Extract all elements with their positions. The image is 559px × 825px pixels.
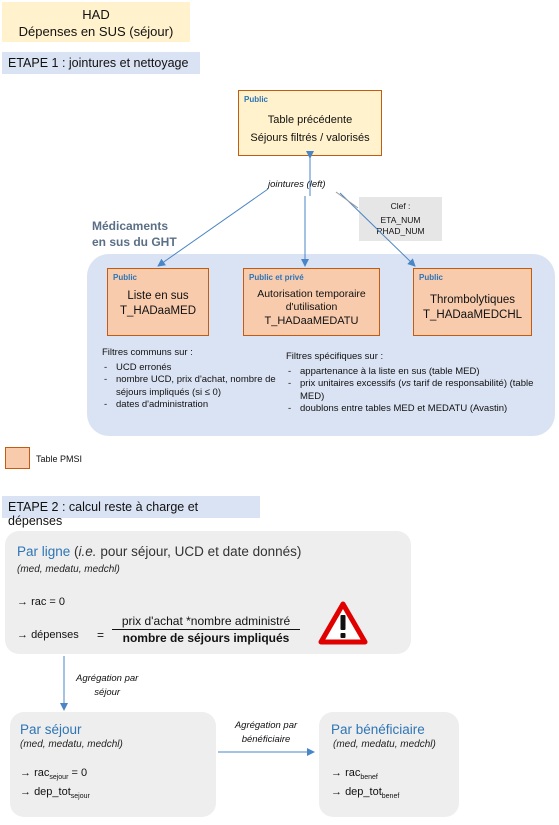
step2-label: ETAPE 2 : calcul reste à charge et dépen… bbox=[2, 496, 260, 528]
source-table-tag: Public bbox=[244, 95, 269, 104]
per-beneficiary-title: Par bénéficiaire bbox=[331, 722, 425, 737]
step1-label-text: ETAPE 1 : jointures et nettoyage bbox=[8, 56, 189, 70]
right-arrow-icon: → bbox=[20, 767, 31, 779]
table-medchl-line2: T_HADaaMEDCHL bbox=[422, 309, 523, 321]
per-stay-rac-sub: sejour bbox=[49, 774, 69, 782]
per-line-rac: → rac = 0 bbox=[17, 596, 65, 608]
per-stay-title: Par séjour bbox=[20, 722, 82, 737]
per-line-expenses: → dépenses bbox=[17, 629, 79, 641]
specific-filter-item-part: prix unitaires excessifs ( bbox=[300, 378, 402, 389]
specific-filter-item-vs: vs bbox=[401, 378, 411, 389]
step1-connectors bbox=[157, 151, 416, 267]
per-beneficiary-dep-label: dep_tot bbox=[345, 786, 382, 798]
formula-numerator: prix d'achat *nombre administré bbox=[112, 614, 300, 630]
aggregation-beneficiary-label: Agrégation par bénéficiaire bbox=[226, 719, 306, 747]
per-beneficiary-box bbox=[319, 712, 459, 817]
per-stay-rac-value: = 0 bbox=[68, 767, 88, 779]
specific-filters: Filtres spécifiques sur : appartenance à… bbox=[286, 351, 544, 416]
diagram-title: HAD Dépenses en SUS (séjour) bbox=[2, 2, 190, 42]
title-line-1: HAD bbox=[82, 7, 110, 22]
per-beneficiary-rac-sub: benef bbox=[360, 774, 378, 782]
source-table-line1: Table précédente bbox=[267, 114, 353, 126]
key-eta-num: ETA_NUM bbox=[380, 215, 421, 225]
per-line-tables: (med, medatu, medchl) bbox=[17, 564, 120, 575]
per-line-expenses-label: dépenses bbox=[31, 629, 79, 641]
per-beneficiary-tables: (med, medatu, medchl) bbox=[333, 739, 436, 750]
aggregation-stay-line2: séjour bbox=[94, 687, 121, 698]
group-label-line2: en sus du GHT bbox=[92, 235, 177, 249]
right-arrow-icon: → bbox=[17, 596, 28, 608]
title-line-2: Dépenses en SUS (séjour) bbox=[18, 24, 174, 39]
right-arrow-icon: → bbox=[17, 629, 28, 641]
key-connector bbox=[335, 191, 359, 209]
specific-filter-item: doublons entre tables MED et MEDATU (Ava… bbox=[288, 403, 544, 416]
key-rhad-num: RHAD_NUM bbox=[376, 226, 425, 236]
table-medchl-line1: Thrombolytiques bbox=[429, 294, 515, 306]
per-line-title-main: Par ligne bbox=[17, 544, 71, 559]
common-filter-item: nombre UCD, prix d'achat, nombre de séjo… bbox=[104, 374, 280, 399]
legend-label: Table PMSI bbox=[36, 454, 83, 464]
per-beneficiary-dep-sub: benef bbox=[381, 793, 400, 801]
per-stay-rac-label: rac bbox=[34, 767, 50, 779]
per-stay-rac: → racsejour = 0 bbox=[20, 767, 87, 781]
step2-connectors bbox=[60, 656, 315, 756]
warning-triangle-icon bbox=[318, 601, 368, 645]
per-stay-dep-label: dep_tot bbox=[34, 786, 71, 798]
per-line-rac-text: rac = 0 bbox=[31, 596, 65, 608]
specific-filter-item: appartenance à la liste en sus (table ME… bbox=[288, 366, 544, 379]
table-medchl-tag: Public bbox=[419, 273, 444, 282]
formula-denominator: nombre de séjours impliqués bbox=[122, 631, 290, 645]
legend-swatch bbox=[5, 447, 30, 469]
group-label: Médicaments en sus du GHT bbox=[92, 218, 177, 250]
right-arrow-icon: → bbox=[331, 767, 342, 779]
table-med-line1: Liste en sus bbox=[127, 290, 189, 302]
right-arrow-icon: → bbox=[331, 786, 342, 798]
specific-filter-item: prix unitaires excessifs (vs tarif de re… bbox=[288, 378, 544, 403]
per-line-title: Par ligne (i.e. pour séjour, UCD et date… bbox=[17, 544, 301, 559]
table-med-tag: Public bbox=[113, 273, 138, 282]
table-medchl: Public Thrombolytiques T_HADaaMEDCHL bbox=[413, 268, 532, 336]
aggregation-stay-line1: Agrégation par bbox=[76, 673, 139, 684]
per-beneficiary-rac-label: rac bbox=[345, 767, 361, 779]
aggregation-stay-label: Agrégation par séjour bbox=[76, 672, 138, 700]
table-medatu-line3: T_HADaaMEDATU bbox=[264, 315, 359, 327]
join-arrow-med bbox=[157, 188, 269, 267]
per-stay-box bbox=[10, 712, 216, 817]
group-label-line1: Médicaments bbox=[92, 219, 169, 233]
aggregation-beneficiary-line1: Agrégation par bbox=[234, 720, 298, 731]
step2-label-text: ETAPE 2 : calcul reste à charge et dépen… bbox=[8, 500, 199, 528]
common-filters-title: Filtres communs sur : bbox=[102, 347, 193, 358]
table-medatu-tag: Public et privé bbox=[249, 273, 304, 282]
equals-sign: = bbox=[97, 628, 105, 642]
key-box: Clef : ETA_NUM RHAD_NUM bbox=[359, 197, 442, 241]
table-medatu: Public et privé Autorisation temporaire … bbox=[243, 268, 380, 336]
join-arrow-medchl bbox=[339, 192, 416, 267]
key-title: Clef : bbox=[390, 201, 411, 211]
per-beneficiary-dep: → dep_totbenef bbox=[331, 786, 399, 800]
common-filters: Filtres communs sur : UCD erronés nombre… bbox=[102, 347, 280, 412]
per-line-title-rest: pour séjour, UCD et date donnés) bbox=[96, 544, 302, 559]
join-label: jointures (left) bbox=[268, 179, 326, 190]
table-med: Public Liste en sus T_HADaaMED bbox=[107, 268, 209, 336]
table-medatu-line2: d'utilisation bbox=[285, 301, 338, 313]
source-table-line2: Séjours filtrés / valorisés bbox=[250, 132, 370, 144]
specific-filters-title: Filtres spécifiques sur : bbox=[286, 351, 384, 362]
aggregation-beneficiary-line2: bénéficiaire bbox=[241, 734, 291, 745]
table-med-line2: T_HADaaMED bbox=[119, 305, 197, 317]
table-medatu-line1: Autorisation temporaire bbox=[257, 288, 366, 300]
right-arrow-icon: → bbox=[20, 786, 31, 798]
per-stay-dep: → dep_totsejour bbox=[20, 786, 90, 800]
common-filter-item: UCD erronés bbox=[104, 362, 280, 375]
per-line-title-ie: i.e. bbox=[78, 544, 97, 559]
step1-label: ETAPE 1 : jointures et nettoyage bbox=[2, 52, 200, 74]
per-stay-dep-sub: sejour bbox=[70, 793, 90, 801]
per-stay-tables: (med, medatu, medchl) bbox=[20, 739, 123, 750]
per-beneficiary-rac: → racbenef bbox=[331, 767, 378, 781]
per-line-title-paren: ( bbox=[70, 544, 79, 559]
expense-formula: prix d'achat *nombre administré nombre d… bbox=[112, 614, 300, 645]
common-filter-item: dates d'administration bbox=[104, 399, 280, 412]
specific-filter-item-part: tarif de responsabilité) (table MED) bbox=[300, 378, 534, 402]
